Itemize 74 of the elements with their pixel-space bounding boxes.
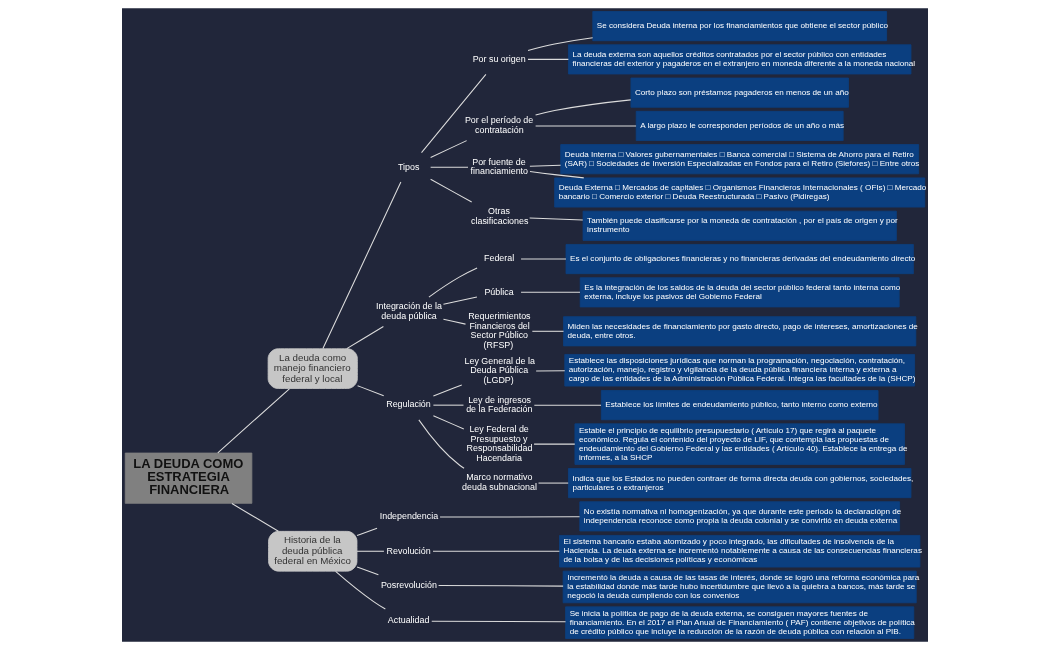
connector bbox=[356, 527, 378, 537]
connector bbox=[438, 584, 564, 587]
node-text: Ley de ingresos de la Federación bbox=[466, 394, 533, 415]
connector bbox=[418, 419, 465, 469]
connector bbox=[217, 388, 290, 454]
node-box: Es la integración de los saldos de la deuda del sector público federal tanto interna como externa, incluye los pasivos del Gobierno Federal bbox=[579, 277, 900, 308]
node-text: Marco normativo deuda subnacional bbox=[462, 472, 537, 493]
connector bbox=[529, 171, 585, 179]
node-text: Federal bbox=[484, 253, 515, 264]
connector bbox=[432, 550, 560, 552]
node-box: Corto plazo son préstamos pagaderos en menos de un año bbox=[630, 77, 849, 108]
connector bbox=[356, 550, 385, 552]
node-text: Posrevolución bbox=[380, 579, 437, 590]
connector bbox=[322, 181, 402, 350]
connector bbox=[533, 404, 602, 406]
node-box: Historia de la deuda pública federal en México bbox=[268, 530, 358, 572]
connector bbox=[535, 370, 566, 372]
connector bbox=[535, 99, 632, 116]
node-text: Por el período de contratación bbox=[464, 115, 534, 136]
node-box: No existía normativa ni homogenización, ya que durante este periodo la declaraciópn de independencia reconoce como propia la deuda colonial y se convirtió en deuda externa bbox=[579, 501, 900, 532]
connector bbox=[430, 178, 473, 203]
connector bbox=[538, 482, 569, 484]
node-text: Ley Federal de Presupuesto y Responsabilidad Hacendaria bbox=[466, 423, 533, 463]
connector bbox=[428, 267, 478, 298]
node-box: Indica que los Estados no pueden contraer de forma directa deuda con gobiernos, sociedades, particulares o extranjeros bbox=[568, 468, 912, 499]
node-box: A largo plazo le corresponden períodos de un año o más bbox=[635, 110, 844, 141]
connector bbox=[527, 37, 594, 51]
node-box: Deuda Externa □ Mercados de capitales □ Organismos Financieros Internacionales ( OFIs) □ Mercado bancario □ Comercio exterior □ Deuda Reestructurada □ Pasivo (Pidiregas) bbox=[554, 177, 926, 208]
connector bbox=[421, 73, 487, 154]
node-text: Revolución bbox=[386, 545, 431, 556]
node-box: Se inicia la política de pago de la deuda externa, se consiguen mayores fuentes de financiamiento. En el 2017 el Plan Anual de Financiamiento ( PAF) contiene objetivos de política de crédito público que incluye la reducción de la razón de deuda pública con relación al PIB. bbox=[565, 606, 915, 639]
connector bbox=[533, 443, 576, 445]
connector bbox=[432, 384, 463, 397]
connector bbox=[520, 291, 581, 293]
node-box: Estable el principio de equilibrio presupuestario ( Artículo 17) que regirá al paquete económico. Regula el contenido del proyecto de LIF, que contempla las propuestas de endeudamiento del Gobierno Federal y las entidades ( Artículo 40). Establece la entrega de informes, a la SHCP bbox=[574, 423, 905, 465]
connector bbox=[439, 516, 581, 518]
node-text: Por fuente de financiamiento bbox=[470, 156, 529, 177]
node-box: También puede clasificarse por la moneda de contratación , por el país de origen y por instrumento bbox=[582, 210, 897, 241]
connector bbox=[531, 330, 565, 332]
node-text: Regulación bbox=[386, 399, 431, 410]
node-text: Ley General de la Deuda Pública (LGDP) bbox=[464, 355, 535, 386]
node-text: Pública bbox=[484, 286, 514, 297]
connector bbox=[231, 503, 279, 532]
connector bbox=[356, 566, 379, 576]
connector bbox=[357, 385, 385, 397]
node-text: Por su origen bbox=[472, 53, 526, 64]
node-box: LA DEUDA COMO ESTRATEGIA FINANCIERA bbox=[124, 452, 253, 504]
connector bbox=[442, 296, 478, 305]
node-box: El sistema bancario estaba atomizado y poco integrado, las dificultades de insolvencia de la Hacienda. La deuda externa se incrementó notablemente a causa de las consecuencias financieras de la bolsa y de las decisiones políticas y económicas bbox=[559, 535, 921, 568]
connector bbox=[431, 620, 567, 623]
node-text: Requerimientos Financieros del Sector Público (RFSP) bbox=[468, 310, 531, 351]
node-text: Tipos bbox=[397, 161, 420, 172]
node-box: Establece las disposiciones jurídicas que norman la programación, negociación, contratación, autorización, manejo, registro y vigilancia de la deuda pública financiera interna y externa a cargo de las entidades de la Administración Pública Federal. Integra las facultades de la (SHCP) bbox=[564, 354, 915, 387]
node-text: Independencia bbox=[379, 511, 439, 522]
connector bbox=[432, 415, 465, 430]
connector bbox=[346, 325, 384, 350]
node-box: Incrementó la deuda a causa de las tasas de interés, donde se logró una reforma económica para la estabilidad donde más tarde hubo incertidumbre que llevó a la quiebra a bancos, más tarde se negoció la deuda cumpliendo con los convenios bbox=[562, 570, 917, 604]
node-text: Actualidad bbox=[387, 615, 430, 626]
connector bbox=[442, 318, 467, 325]
connector bbox=[527, 58, 569, 60]
connector bbox=[430, 140, 468, 158]
connector bbox=[335, 570, 386, 610]
node-box: Establece los límites de endeudamiento público, tanto interno como externo bbox=[600, 390, 879, 421]
connector bbox=[529, 164, 562, 167]
node-box: Se considera Deuda interna por los financiamientos que obtiene el sector público bbox=[592, 11, 887, 42]
node-box: Deuda Interna □ Valores gubernamentales □ Banca comercial □ Sistema de Ahorro para el Retiro (SAR) □ Sociedades de Inversión Especializadas en Fondos para el Retiro (Siefores) □ Entre otros bbox=[560, 144, 920, 175]
connector bbox=[430, 166, 469, 168]
connector bbox=[529, 217, 584, 221]
node-box: Es el conjunto de obligaciones financieras y no financieras derivadas del endeudamiento directo bbox=[565, 244, 914, 275]
node-box: Miden las necesidades de financiamiento por gasto directo, pago de intereses, amortizaciones de deuda, entre otros. bbox=[563, 316, 917, 347]
connector bbox=[432, 404, 464, 406]
node-box: La deuda como manejo financiero federal y local bbox=[267, 348, 358, 389]
node-text: Otras clasificaciones bbox=[471, 206, 529, 226]
node-text: Integración de la deuda pública bbox=[376, 301, 442, 321]
